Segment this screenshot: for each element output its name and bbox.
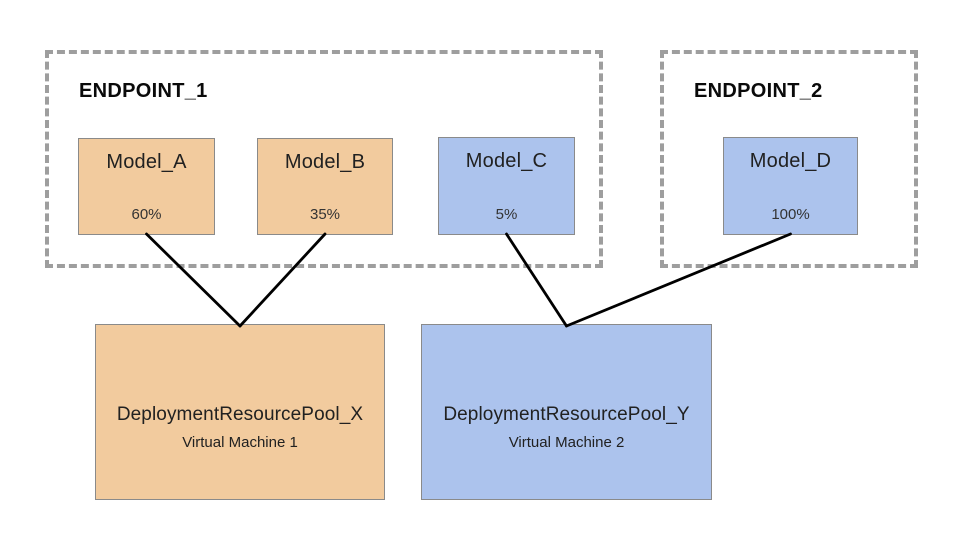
pool-y-title: DeploymentResourcePool_Y: [443, 403, 690, 425]
model-box-model-b: Model_B 35%: [257, 138, 393, 235]
model-d-traffic-percentage: 100%: [771, 206, 810, 223]
pool-x-title: DeploymentResourcePool_X: [116, 403, 364, 425]
model-box-model-d: Model_D 100%: [723, 137, 858, 235]
endpoint-1-title: ENDPOINT_1: [79, 80, 208, 102]
model-c-traffic-percentage: 5%: [495, 206, 518, 223]
model-a-label: Model_A: [106, 151, 187, 173]
model-b-label: Model_B: [284, 151, 366, 173]
pool-x-virtual-machine-label: Virtual Machine 1: [182, 433, 298, 451]
model-d-label: Model_D: [749, 150, 832, 172]
model-a-traffic-percentage: 60%: [131, 206, 162, 223]
model-box-model-c: Model_C 5%: [438, 137, 575, 235]
model-c-label: Model_C: [465, 150, 548, 172]
deployment-resource-pool-y-box: DeploymentResourcePool_Y Virtual Machine…: [421, 324, 712, 500]
pool-y-virtual-machine-label: Virtual Machine 2: [508, 433, 625, 451]
model-b-traffic-percentage: 35%: [309, 206, 341, 223]
deployment-resource-pool-x-box: DeploymentResourcePool_X Virtual Machine…: [95, 324, 385, 500]
model-box-model-a: Model_A 60%: [78, 138, 215, 235]
endpoint-2-title: ENDPOINT_2: [694, 80, 823, 102]
